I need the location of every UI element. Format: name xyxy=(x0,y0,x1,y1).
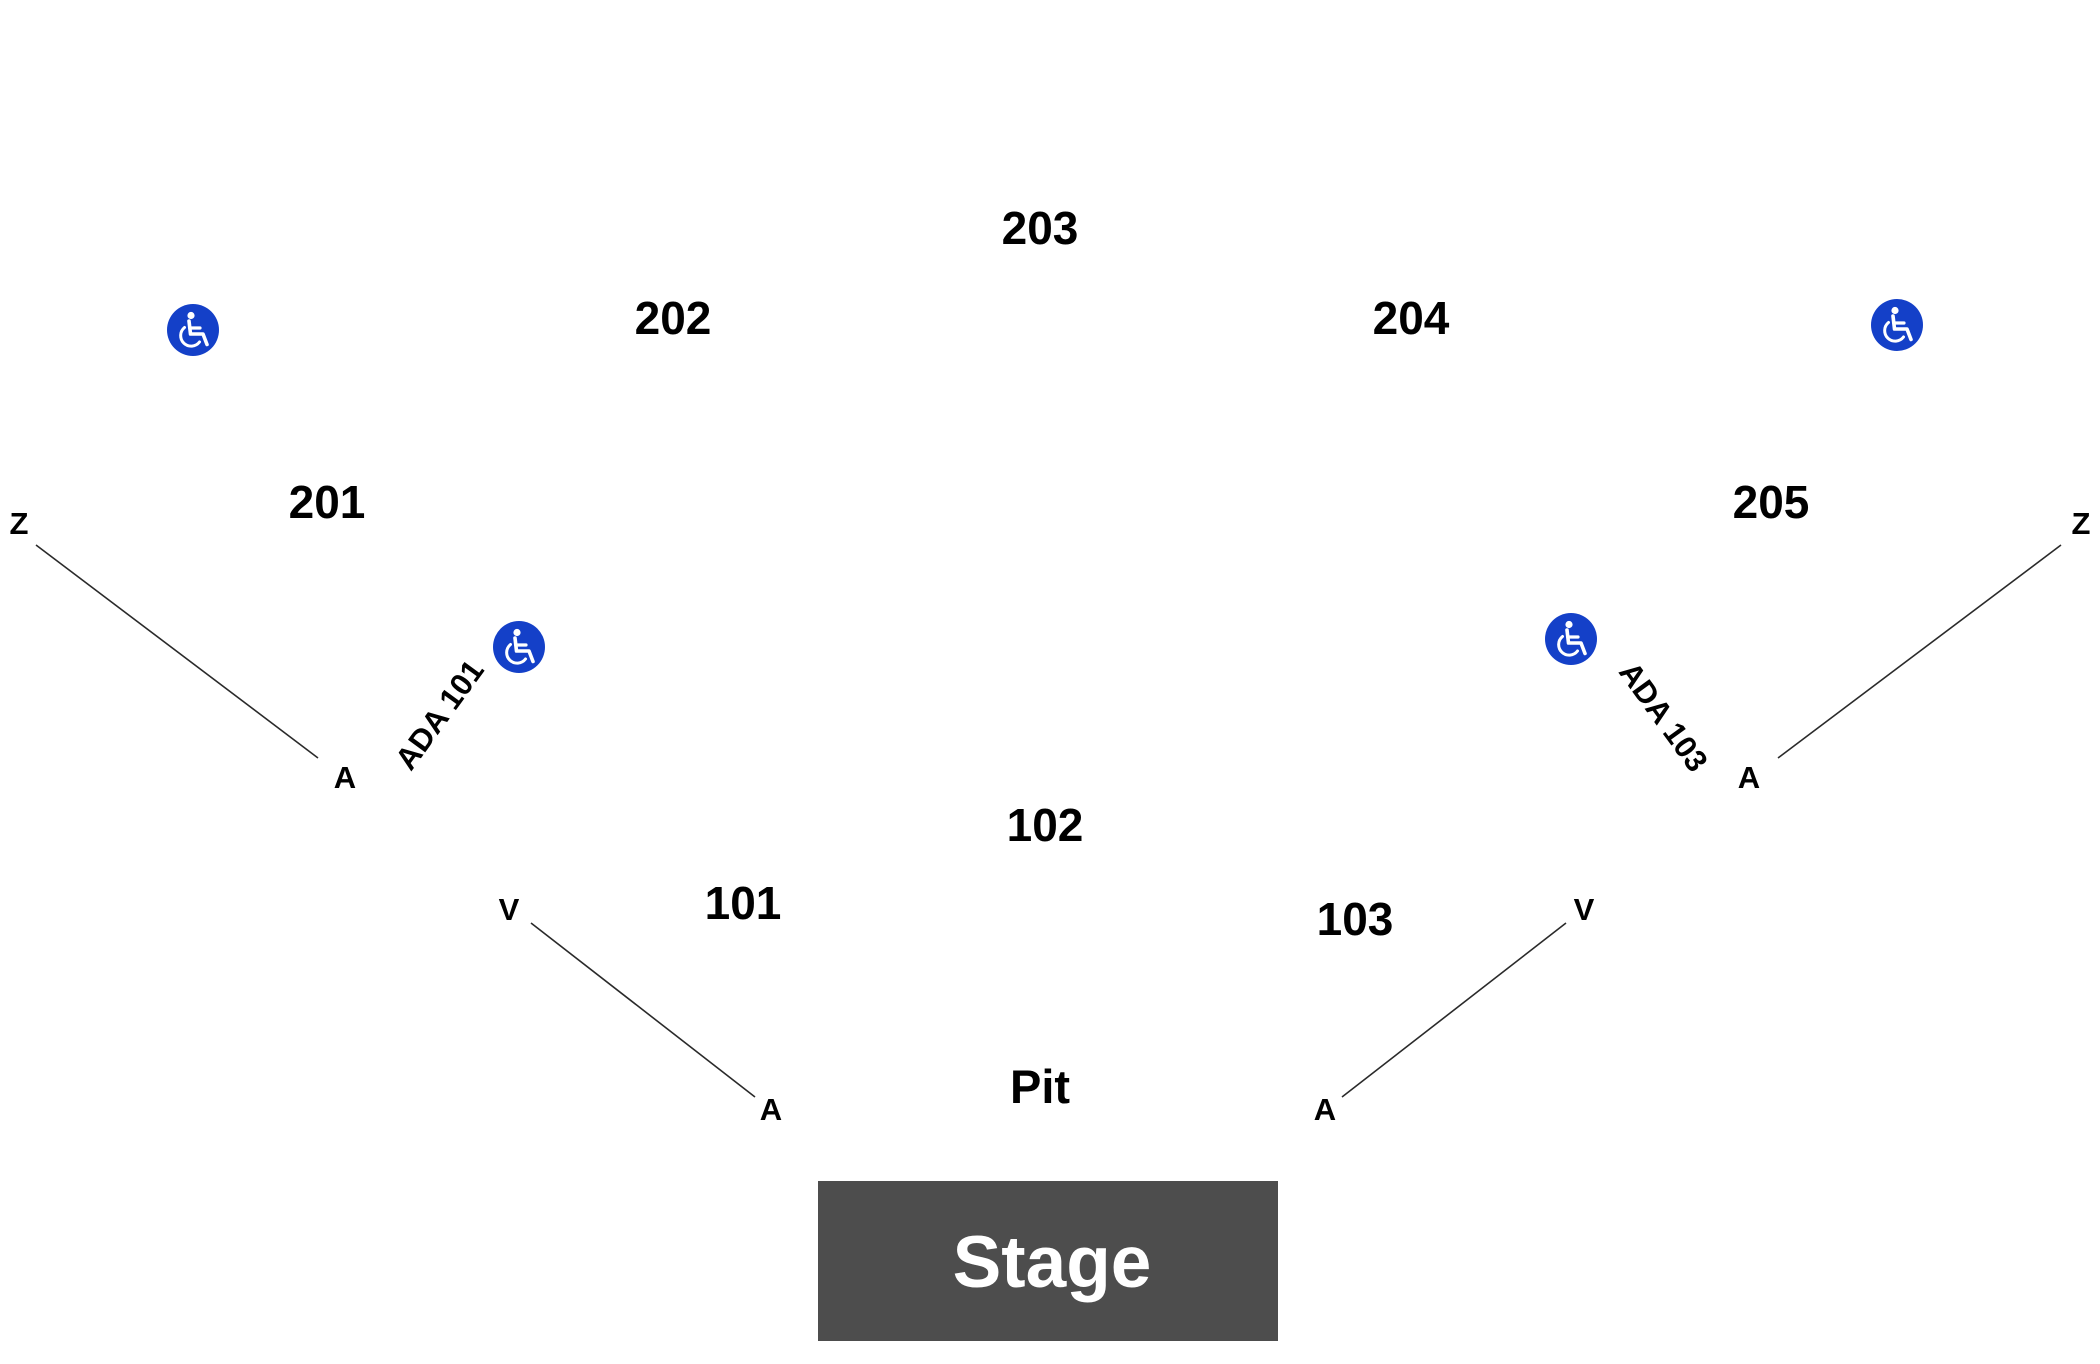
wheelchair-icon xyxy=(1869,297,1925,353)
section-202[interactable]: 202 xyxy=(635,292,712,344)
row-label-v-left: V xyxy=(499,892,520,927)
section-205[interactable]: 205 xyxy=(1733,476,1810,528)
row-label-v-right: V xyxy=(1574,892,1595,927)
row-label-a-lower-right: A xyxy=(1314,1092,1336,1127)
ada-101-label: ADA 101 xyxy=(388,653,491,776)
section-101[interactable]: 101 xyxy=(705,877,782,929)
row-label-a-upper-right: A xyxy=(1738,760,1760,795)
stage-label: Stage xyxy=(953,1222,1152,1303)
wheelchair-icon xyxy=(165,302,221,358)
row-guide-upper-left xyxy=(35,544,319,759)
row-guide-upper-right xyxy=(1777,544,2062,759)
wheelchair-icon xyxy=(1543,611,1599,667)
row-guide-lower-left xyxy=(530,922,756,1098)
section-204[interactable]: 204 xyxy=(1373,292,1450,344)
section-pit[interactable]: Pit xyxy=(1010,1060,1070,1113)
row-guide-lower-right xyxy=(1341,922,1567,1098)
wheelchair-icon xyxy=(491,619,547,675)
section-103[interactable]: 103 xyxy=(1317,893,1394,945)
stage-block xyxy=(818,1181,1278,1341)
row-label-z-left: Z xyxy=(10,506,29,541)
row-label-a-upper-left: A xyxy=(334,760,356,795)
row-label-a-lower-left: A xyxy=(760,1092,782,1127)
section-102[interactable]: 102 xyxy=(1007,799,1084,851)
section-201[interactable]: 201 xyxy=(289,476,366,528)
row-label-z-right: Z xyxy=(2072,506,2091,541)
ada-103-label: ADA 103 xyxy=(1612,655,1715,778)
section-203[interactable]: 203 xyxy=(1002,202,1079,254)
